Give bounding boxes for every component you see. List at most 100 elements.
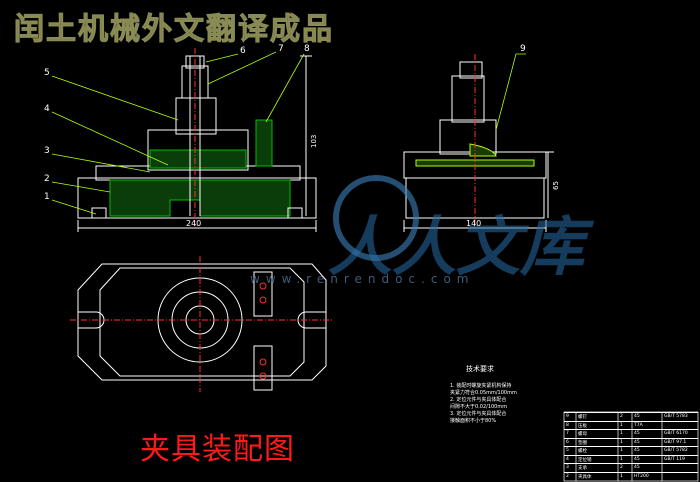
bom-cell-name: 支承 xyxy=(578,466,587,471)
leader-7 xyxy=(207,51,277,85)
clamp-hole-2 xyxy=(259,296,267,304)
side-view xyxy=(403,54,554,232)
bom-cell-no: 6 xyxy=(566,439,569,445)
leader-5 xyxy=(51,75,179,121)
clamp-block-top xyxy=(253,271,273,317)
leader-3 xyxy=(51,153,151,173)
leader-9 xyxy=(495,53,526,131)
bom-cell-std: GB/T 6170 xyxy=(664,431,688,436)
part-label-5: 5 xyxy=(44,68,50,78)
clamp-hole-1 xyxy=(259,282,267,290)
bom-cell-no: 7 xyxy=(566,431,569,436)
bom-cell-std: GB/T 5783 xyxy=(664,414,688,419)
front-view xyxy=(77,48,317,232)
bom-row: 9 螺钉 2 45 GB/T 5783 xyxy=(564,412,698,422)
side-column xyxy=(439,119,497,155)
clamp-arm xyxy=(255,119,273,167)
bom-cell-qty: 1 xyxy=(620,448,623,453)
bom-cell-qty: 2 xyxy=(620,414,623,419)
tech-line-3: 2. 定位元件与夹具体配合 xyxy=(450,397,507,403)
bom-cell-name: 螺母 xyxy=(578,432,587,437)
bom-cell-no: 3 xyxy=(566,465,569,470)
side-leaders xyxy=(495,53,526,131)
bom-cell-qty: 1 xyxy=(620,431,623,436)
drawing-title: 夹具装配图 xyxy=(140,432,295,467)
bom-cell-qty: 1 xyxy=(620,439,623,445)
part-label-3: 3 xyxy=(44,146,50,156)
tech-line-4: 间隙不大于0.02/100mm xyxy=(450,404,508,410)
bom-cell-qty: 2 xyxy=(620,465,623,470)
watermark-url: www.renrendoc.com xyxy=(250,272,475,286)
dim-side-width: 140 xyxy=(466,219,482,228)
bom-cell-material: HT200 xyxy=(634,473,649,479)
bom-cell-qty: 1 xyxy=(620,422,623,428)
leader-6 xyxy=(205,53,239,63)
leader-8 xyxy=(265,53,305,123)
clamp-hole-3 xyxy=(259,358,267,366)
tech-line-6: 接触面积不小于80% xyxy=(450,418,497,424)
part-label-1: 1 xyxy=(44,192,50,202)
bom-cell-name: 夹具体 xyxy=(578,474,592,480)
leader-2 xyxy=(51,181,111,193)
bom-row: 6 垫圈 1 45 GB/T 97.1 xyxy=(564,437,698,448)
dim-side-height: 65 xyxy=(552,181,560,190)
part-label-4: 4 xyxy=(44,104,50,114)
tech-line-5: 3. 定位元件与夹具体配合 xyxy=(450,411,507,417)
base-plate xyxy=(77,177,317,219)
column-top xyxy=(175,97,217,135)
column-section xyxy=(149,149,247,169)
bom-row: 2 夹具体 1 HT200 xyxy=(564,471,698,482)
part-label-9: 9 xyxy=(520,44,526,54)
part-label-6: 6 xyxy=(240,46,246,56)
bom-cell-std: GB/T 5782 xyxy=(664,448,688,453)
bom-cell-no: 5 xyxy=(566,448,569,453)
column-block xyxy=(147,129,249,171)
hole-right xyxy=(287,207,303,219)
dim-front-height: 103 xyxy=(310,134,318,148)
tech-line-2: 夹紧力符合0.05mm/100mm xyxy=(450,390,517,396)
leader-1 xyxy=(51,199,97,215)
bom-cell-no: 4 xyxy=(566,456,569,462)
side-clamp-detail xyxy=(469,143,497,157)
side-bolt-head xyxy=(459,61,483,79)
side-stack xyxy=(451,75,485,123)
bom-cell-name: 压板 xyxy=(578,423,587,429)
bom-cell-material: 45 xyxy=(634,465,640,470)
top-inner xyxy=(99,267,305,377)
watermark-ring xyxy=(333,175,419,261)
bom-cell-material: 45 xyxy=(634,456,640,462)
bom-cell-name: 螺栓 xyxy=(578,449,587,454)
bom-cell-no: 2 xyxy=(566,473,569,479)
part-label-8: 8 xyxy=(304,44,310,54)
bom-cell-material: T7A xyxy=(634,422,643,428)
tech-line-1: 1. 装配时螺旋夹紧机构保持 xyxy=(450,383,512,389)
bom-row: 4 定位销 1 45 GB/T 119 xyxy=(564,454,698,465)
header-title: 闰土机械外文翻译成品 xyxy=(14,12,334,48)
bom-cell-qty: 1 xyxy=(620,456,623,462)
watermark-text: 人人文库 xyxy=(328,210,584,285)
leader-4 xyxy=(51,111,169,166)
bom-cell-name: 定位销 xyxy=(578,457,592,463)
bom-row: 3 支承 2 45 xyxy=(564,463,698,473)
bom-cell-name: 垫圈 xyxy=(578,440,587,446)
bom-cell-material: 45 xyxy=(634,414,640,419)
bom-cell-no: 8 xyxy=(566,422,569,428)
dim-front-width: 240 xyxy=(186,219,202,228)
clamp-block-bottom xyxy=(253,345,273,391)
part-label-2: 2 xyxy=(44,174,50,184)
bom-cell-qty: 1 xyxy=(620,473,623,479)
watermark-logo xyxy=(333,175,419,261)
tech-requirements-title: 技术要求 xyxy=(466,365,494,373)
bom-cell-material: 45 xyxy=(634,439,640,445)
part-label-7: 7 xyxy=(278,44,284,54)
bom-cell-name: 螺钉 xyxy=(578,415,587,420)
bom-cell-std: GB/T 119 xyxy=(664,456,685,462)
bom-cell-std: GB/T 97.1 xyxy=(664,439,687,445)
front-leaders xyxy=(51,51,305,215)
bom-cell-no: 9 xyxy=(566,414,569,419)
